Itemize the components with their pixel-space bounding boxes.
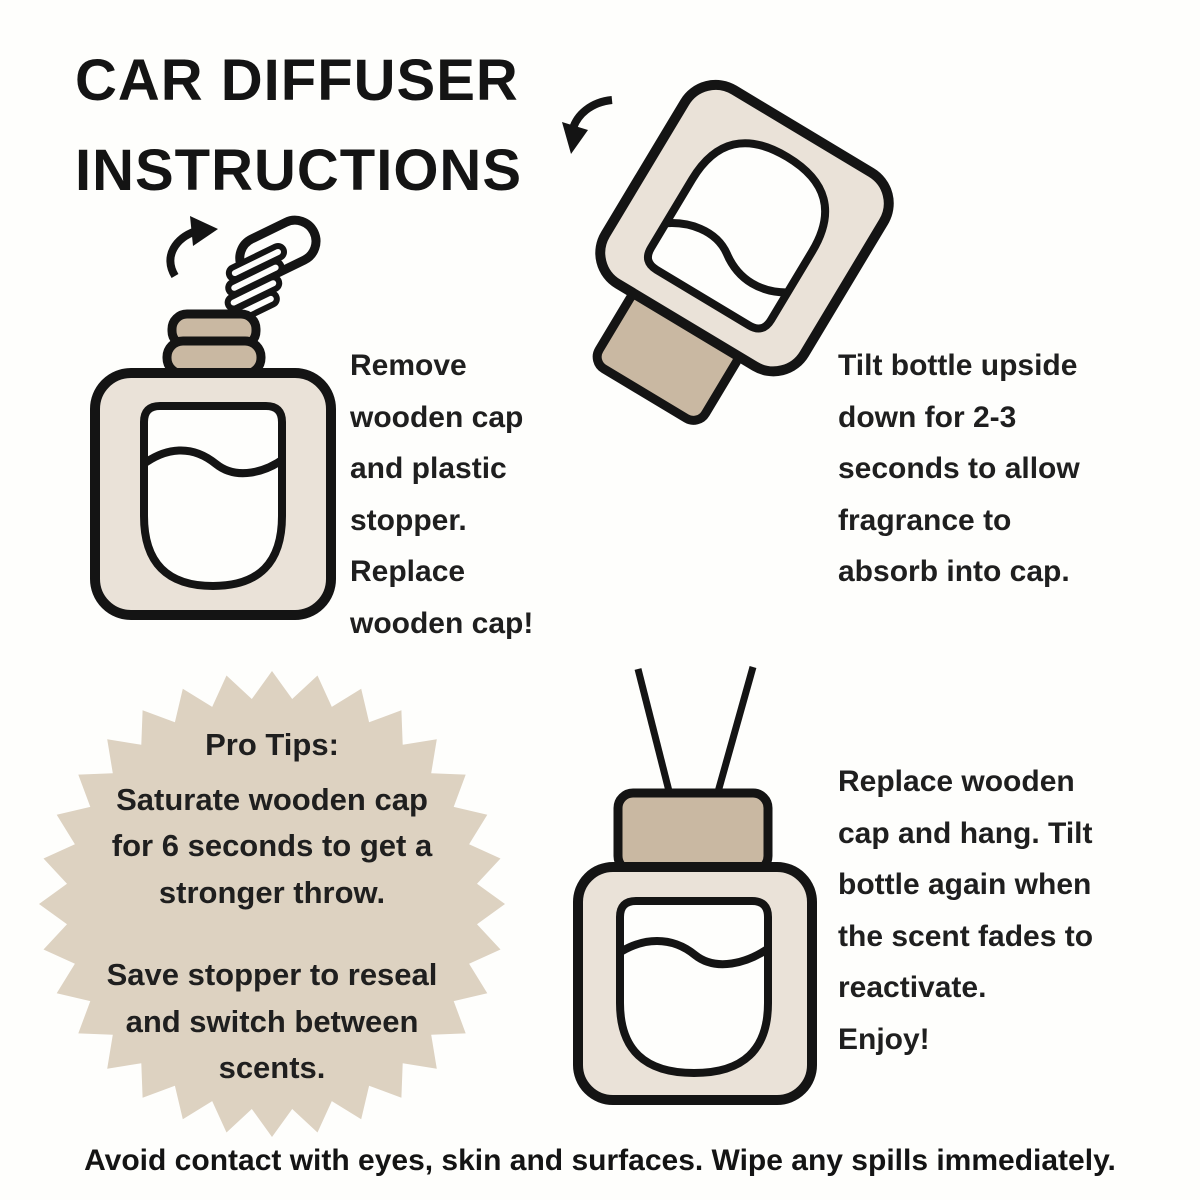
bottle-window: [616, 897, 772, 1078]
step-remove-cap-text: Remove wooden cap and plastic stopper. R…: [350, 349, 534, 640]
wooden-cap: [613, 788, 773, 876]
step-replace-cap-text: Replace wooden cap and hang. Tilt bottle…: [838, 765, 1094, 1056]
pro-tip-2: Save stopper to reseal and switch betwee…: [106, 957, 438, 1085]
tilted-bottle: [592, 79, 894, 425]
diffuser-bottle-tilted-illustration: [562, 79, 894, 425]
curved-arrow-icon: [562, 96, 613, 154]
pro-tip-1: Saturate wooden cap for 6 seconds to get…: [111, 781, 433, 910]
starburst-badge: [39, 671, 505, 1137]
title-line-1: CAR DIFFUSER: [75, 48, 519, 113]
bottle-window: [140, 402, 286, 591]
bottle-window: [643, 139, 830, 333]
diffuser-bottle-hanging-illustration: [573, 666, 817, 1105]
pro-tips-block: Pro Tips: Saturate wooden cap for 6 seco…: [62, 722, 482, 1092]
step-tilt-bottle-text: Tilt bottle upside down for 2-3 seconds …: [838, 349, 1080, 589]
diffuser-bottle-open-illustration: [90, 215, 336, 620]
curved-arrow-icon: [166, 216, 218, 279]
liquid-wave: [654, 219, 799, 297]
liquid-wave: [620, 937, 768, 969]
page-title: CAR DIFFUSER INSTRUCTIONS: [75, 36, 655, 216]
bottle-neck-rings: [162, 309, 266, 379]
pro-tips-heading: Pro Tips:: [205, 727, 339, 762]
safety-warning: Avoid contact with eyes, skin and surfac…: [84, 1144, 1116, 1177]
liquid-wave: [144, 446, 282, 478]
title-line-2: INSTRUCTIONS: [75, 137, 522, 203]
hanging-cord-right: [712, 666, 757, 800]
hanging-cord-left: [634, 668, 675, 800]
